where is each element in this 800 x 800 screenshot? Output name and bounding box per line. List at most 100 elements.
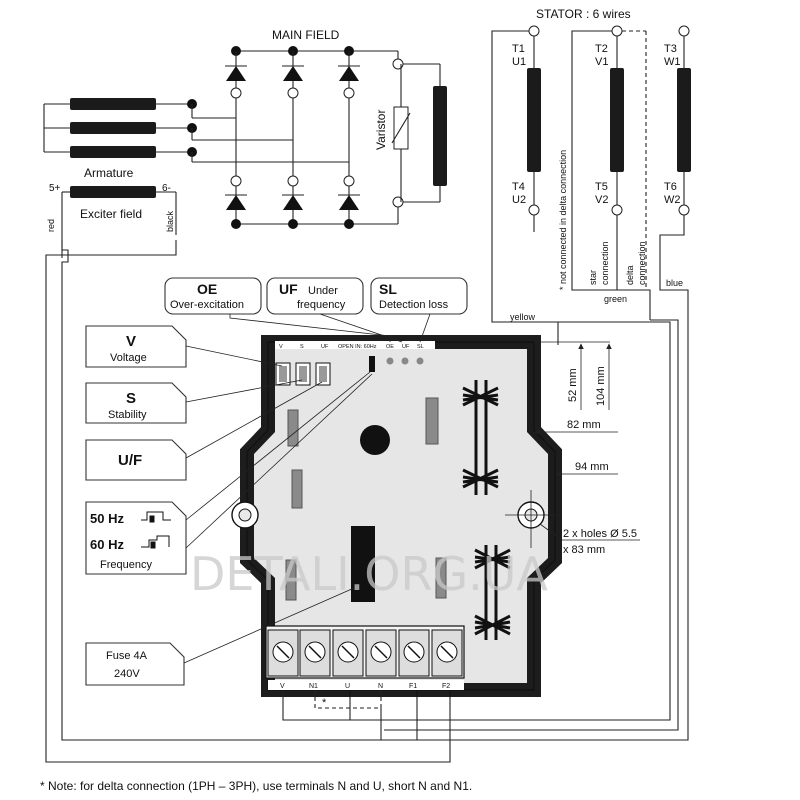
dimensions: 52 mm 104 mm 82 mm 94 mm 2 x holes Ø 5.5… [505, 341, 640, 556]
main-field-rectifier: MAIN FIELD [192, 28, 447, 229]
callout-fuse: Fuse 4A 240V [85, 587, 355, 686]
callout-oe: OE Over-excitation [164, 277, 391, 342]
callout-uf: UF Under frequency [266, 277, 403, 343]
stator-coil-v [610, 68, 624, 172]
pot-voltage[interactable] [275, 362, 291, 386]
jumper-50hz-icon [141, 511, 171, 523]
terminal-label-v: V [280, 683, 285, 690]
exciter-minus: 6- [162, 183, 171, 194]
jumper-60hz-icon [141, 535, 170, 549]
fuse-text-2: 240V [114, 668, 140, 680]
uf-text-2: frequency [297, 299, 346, 311]
varistor-label: Varistor [374, 110, 388, 150]
callout-underfrequency: U/F [85, 381, 323, 481]
main-field-title: MAIN FIELD [272, 28, 340, 42]
terminal-t3: T3 [664, 43, 677, 55]
terminal-t5: T5 [595, 181, 608, 193]
diode-upper-1 [225, 46, 247, 99]
exciter-field: 5+ 6- Exciter field red black [45, 183, 451, 763]
main-field-coil [433, 86, 447, 186]
dim-52: 52 mm [567, 368, 579, 402]
holes-text-2: x 83 mm [563, 544, 605, 556]
terminal-u2: U2 [512, 194, 526, 206]
sl-code: SL [379, 281, 397, 297]
diode-lower-2 [282, 175, 304, 229]
led-uf [401, 357, 409, 365]
regulator-board: V S UF OPEN IN: 60Hz OE UF SL [231, 335, 562, 740]
holes-text-1: 2 x holes Ø 5.5 [563, 528, 637, 540]
board-label-open: OPEN IN: 60Hz [338, 344, 377, 350]
uf-text-1: Under [308, 285, 338, 297]
footnote: * Note: for delta connection (1PH – 3PH)… [40, 779, 472, 793]
star-connection-label-1: star [588, 270, 598, 285]
capacitor [360, 425, 390, 455]
callout-frequency: 50 Hz 60 Hz Frequency [85, 371, 373, 575]
terminal-v2: V2 [595, 194, 608, 206]
stator-coil-u [527, 68, 541, 172]
s-code: S [126, 390, 136, 407]
fuse-text-1: Fuse 4A [106, 650, 148, 662]
callout-sl: SL Detection loss [370, 277, 468, 343]
not-connected-note: * not connected in delta connection [558, 150, 568, 290]
s-text: Stability [108, 409, 147, 421]
v-text: Voltage [110, 352, 147, 364]
frequency-jumper[interactable] [369, 356, 375, 372]
delta-short-star: * [322, 697, 327, 709]
oe-code: OE [197, 281, 217, 297]
uf2-code: U/F [118, 452, 142, 469]
dim-104: 104 mm [595, 366, 607, 406]
wire-black-label: black [165, 210, 175, 232]
star-connection-label-2: connection [600, 241, 610, 285]
terminal-v1: V1 [595, 56, 608, 68]
oe-text: Over-excitation [170, 299, 244, 311]
terminal-screws [267, 629, 463, 677]
wire-blue-label: blue [666, 278, 683, 288]
diode-upper-3 [338, 46, 360, 99]
pot-stability[interactable] [295, 362, 311, 386]
terminal-t1: T1 [512, 43, 525, 55]
callout-stability: S Stability [85, 379, 303, 424]
terminal-label-u: U [345, 683, 350, 690]
uf-code: UF [279, 281, 298, 297]
board-label-sl: SL [417, 344, 424, 350]
terminal-label-f2: F2 [442, 683, 450, 690]
led-oe [386, 357, 394, 365]
delta-connection-label-1: delta [625, 265, 635, 285]
v-code: V [126, 333, 136, 350]
terminal-label-n1: N1 [309, 683, 318, 690]
terminal-u1: U1 [512, 56, 526, 68]
wire-yellow-label: yellow [510, 312, 536, 322]
freq-text: Frequency [100, 559, 152, 571]
terminal-t4: T4 [512, 181, 525, 193]
heatsink-top [462, 380, 499, 495]
stator-coil-w [677, 68, 691, 172]
sl-text: Detection loss [379, 299, 449, 311]
board-label-s: S [300, 344, 304, 350]
terminal-block [265, 625, 465, 679]
board-label-uf: UF [321, 344, 329, 350]
heatsink-bottom [474, 545, 511, 640]
stator: STATOR : 6 wires T1 U1 T2 V1 T3 W1 T4 U2… [349, 7, 691, 741]
diode-lower-3 [338, 175, 360, 229]
dim-82: 82 mm [567, 419, 601, 431]
freq-60: 60 Hz [90, 537, 124, 552]
armature-label: Armature [84, 166, 134, 180]
diode-upper-2 [282, 46, 304, 99]
board-label-uf-led: UF [402, 344, 410, 350]
dim-94: 94 mm [575, 461, 609, 473]
board-label-oe: OE [386, 344, 394, 350]
terminal-label-f1: F1 [409, 683, 417, 690]
wire-red-label: red [46, 219, 56, 232]
stator-title: STATOR : 6 wires [536, 7, 631, 21]
terminal-t2: T2 [595, 43, 608, 55]
wire-green-label: green [604, 294, 627, 304]
freq-50: 50 Hz [90, 511, 124, 526]
callout-voltage: V Voltage [85, 325, 283, 368]
exciter-label: Exciter field [80, 207, 142, 221]
watermark: DETALI.ORG.UA [190, 547, 548, 601]
terminal-w2: W2 [664, 194, 681, 206]
terminal-t6: T6 [664, 181, 677, 193]
pot-underfrequency[interactable] [315, 362, 331, 386]
led-sl [416, 357, 424, 365]
diode-lower-1 [225, 175, 247, 229]
